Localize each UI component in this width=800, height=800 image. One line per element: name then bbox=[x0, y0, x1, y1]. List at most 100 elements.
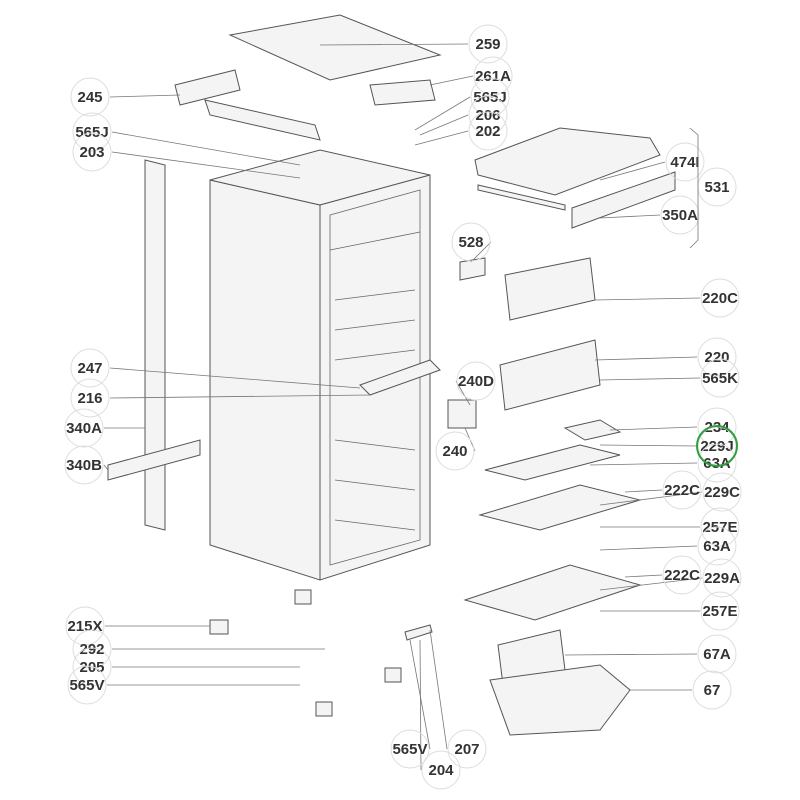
callout-bubble bbox=[662, 555, 702, 595]
part-label-257E[interactable]: 257E bbox=[702, 603, 737, 620]
part-label-229J[interactable]: 229J bbox=[700, 438, 733, 455]
callout-bubble bbox=[700, 358, 740, 398]
leader-line bbox=[599, 491, 703, 506]
thermostat-240D bbox=[447, 399, 477, 429]
callout-bubble bbox=[72, 629, 112, 669]
part-label-245[interactable]: 245 bbox=[77, 89, 102, 106]
rail-261A bbox=[369, 79, 436, 106]
shelf-229C bbox=[478, 484, 642, 531]
leader-line bbox=[599, 377, 701, 381]
callout-bubble bbox=[468, 95, 508, 135]
cabinet-opening bbox=[329, 189, 421, 566]
callout-bubble bbox=[72, 132, 112, 172]
leader-line bbox=[429, 75, 474, 86]
callout-bubble bbox=[456, 361, 496, 401]
callout-bubble bbox=[665, 142, 705, 182]
part-label-63A[interactable]: 63A bbox=[703, 455, 731, 472]
callout-bubble bbox=[700, 591, 740, 631]
side-panel-340A bbox=[144, 159, 166, 531]
leader-line bbox=[599, 545, 698, 551]
part-label-565K[interactable]: 565K bbox=[702, 370, 738, 387]
callout-bubble bbox=[72, 112, 112, 152]
leader-line bbox=[599, 444, 698, 447]
callout-labels: 259261A565J206202474I531350A528220C22056… bbox=[64, 24, 742, 790]
part-label-240D[interactable]: 240D bbox=[458, 373, 494, 390]
callout-bubble bbox=[70, 348, 110, 388]
part-label-340A[interactable]: 340A bbox=[66, 420, 102, 437]
leader-line bbox=[564, 653, 698, 656]
leader-line bbox=[624, 574, 663, 578]
part-label-565V[interactable]: 565V bbox=[392, 741, 427, 758]
part-label-216[interactable]: 216 bbox=[77, 390, 102, 407]
callout-bubble bbox=[65, 606, 105, 646]
part-label-202[interactable]: 202 bbox=[475, 123, 500, 140]
leader-line bbox=[599, 214, 661, 219]
evaporator-531 bbox=[474, 127, 661, 196]
leader-line bbox=[429, 629, 448, 750]
callout-bubble bbox=[702, 558, 742, 598]
part-label-565J[interactable]: 565J bbox=[473, 89, 506, 106]
leader-line bbox=[319, 43, 469, 46]
callout-bubble bbox=[451, 222, 491, 262]
callout-bubble bbox=[435, 431, 475, 471]
part-label-292[interactable]: 292 bbox=[79, 641, 104, 658]
callout-bubble bbox=[421, 750, 461, 790]
part-label-67A[interactable]: 67A bbox=[703, 646, 731, 663]
bar-340B bbox=[107, 439, 201, 481]
part-label-203[interactable]: 203 bbox=[79, 144, 104, 161]
part-label-259[interactable]: 259 bbox=[475, 36, 500, 53]
part-label-229C[interactable]: 229C bbox=[704, 484, 740, 501]
callout-bubble bbox=[447, 729, 487, 769]
part-label-207[interactable]: 207 bbox=[454, 741, 479, 758]
callout-bubble bbox=[702, 472, 742, 512]
callout-bubble bbox=[470, 77, 510, 117]
part-label-261A[interactable]: 261A bbox=[475, 68, 511, 85]
callout-bubble bbox=[70, 77, 110, 117]
leader-line bbox=[470, 241, 492, 263]
leader-lines bbox=[103, 43, 703, 771]
leader-line bbox=[589, 462, 698, 466]
highlight-circle bbox=[696, 425, 738, 467]
leader-line bbox=[419, 639, 422, 771]
part-label-565V[interactable]: 565V bbox=[69, 677, 104, 694]
callout-bubble bbox=[468, 24, 508, 64]
part-label-222C[interactable]: 222C bbox=[664, 482, 700, 499]
hinge-207 bbox=[404, 624, 433, 641]
callout-bubble bbox=[692, 670, 732, 710]
part-label-67[interactable]: 67 bbox=[704, 682, 721, 699]
part-label-206[interactable]: 206 bbox=[475, 107, 500, 124]
part-label-204[interactable]: 204 bbox=[428, 762, 454, 779]
part-label-220C[interactable]: 220C bbox=[702, 290, 738, 307]
leader-line bbox=[624, 489, 663, 493]
part-label-531[interactable]: 531 bbox=[704, 179, 729, 196]
callout-bubble bbox=[660, 195, 700, 235]
part-label-222C[interactable]: 222C bbox=[664, 567, 700, 584]
cabinet-front bbox=[319, 174, 431, 581]
crisper-67 bbox=[489, 664, 631, 736]
callout-bubble bbox=[70, 378, 110, 418]
leader-line bbox=[419, 114, 469, 136]
callout-bubble bbox=[468, 111, 508, 151]
leader-line bbox=[109, 94, 181, 98]
callout-bubble bbox=[700, 278, 740, 318]
part-label-528[interactable]: 528 bbox=[458, 234, 483, 251]
part-label-229A[interactable]: 229A bbox=[704, 570, 740, 587]
bracket-531 bbox=[689, 127, 699, 249]
bracket-528 bbox=[459, 257, 486, 281]
part-label-205[interactable]: 205 bbox=[79, 659, 104, 676]
shelf-229A bbox=[463, 564, 642, 621]
leader-line bbox=[594, 356, 698, 361]
leader-line bbox=[414, 130, 469, 146]
part-label-240[interactable]: 240 bbox=[442, 443, 467, 460]
part-label-247[interactable]: 247 bbox=[77, 360, 102, 377]
part-label-474I[interactable]: 474I bbox=[670, 154, 699, 171]
top-rail-261A bbox=[204, 99, 321, 141]
part-label-340B[interactable]: 340B bbox=[66, 457, 102, 474]
part-label-350A[interactable]: 350A bbox=[662, 207, 698, 224]
callout-bubble bbox=[697, 337, 737, 377]
ice-tray-234 bbox=[563, 419, 622, 441]
foot bbox=[209, 619, 229, 635]
part-label-215X[interactable]: 215X bbox=[67, 618, 102, 635]
leader-line bbox=[109, 367, 361, 389]
part-label-63A[interactable]: 63A bbox=[703, 538, 731, 555]
